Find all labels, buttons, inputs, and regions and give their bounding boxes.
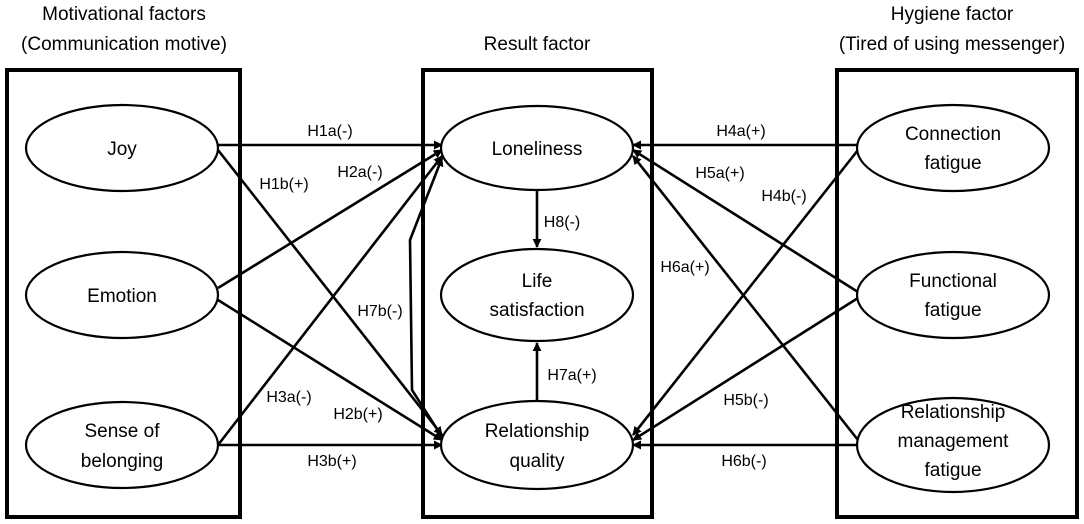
label-H6a: H6a(+) [660, 259, 709, 276]
label-H2a: H2a(-) [337, 164, 382, 181]
hygiene-factor-box [835, 68, 1079, 519]
node-loneliness: Loneliness [439, 104, 635, 192]
label-H4a: H4a(+) [716, 123, 765, 140]
node-emotion-label: Emotion [87, 286, 157, 307]
node-joy-label: Joy [107, 139, 137, 160]
edge-relationship-management-fatigue-loneliness [631, 155, 860, 441]
label-H8: H8(-) [544, 214, 580, 231]
edge-relationship-quality-loneliness [408, 157, 446, 441]
label-H2b: H2b(+) [333, 406, 382, 423]
hypothesis-labels: H1a(-) H2a(-) H1b(+) H7b(-) H3a(-) H2b(+… [259, 123, 806, 470]
motivational-title-line1: Motivational factors [42, 4, 206, 25]
node-loneliness-label: Loneliness [492, 139, 583, 160]
edge-joy-relationship-quality [216, 149, 444, 436]
label-H5b: H5b(-) [723, 392, 768, 409]
node-sense-of-belonging: Sense of belonging [24, 400, 220, 490]
hygiene-title-line2: (Tired of using messenger) [839, 34, 1065, 55]
label-H7a: H7a(+) [547, 367, 596, 384]
node-functional-fatigue-label-line2: fatigue [924, 300, 981, 321]
result-factor-box [421, 68, 654, 519]
label-H7b: H7b(-) [357, 303, 402, 320]
edge-emotion-relationship-quality [217, 298, 443, 442]
edge-belonging-loneliness [216, 155, 444, 446]
label-H3a: H3a(-) [266, 389, 311, 406]
node-functional-fatigue: Functional fatigue [855, 250, 1051, 340]
node-joy: Joy [24, 103, 220, 193]
node-life-satisfaction: Life satisfaction [439, 247, 635, 343]
edge-functional-fatigue-relationship-quality [632, 296, 859, 442]
node-rmf-label-line2: management [898, 431, 1010, 452]
label-H4b: H4b(-) [761, 188, 806, 205]
label-H6b: H6b(-) [721, 453, 766, 470]
node-life-satisfaction-label-line2: satisfaction [489, 300, 584, 321]
node-relationship-quality: Relationship quality [439, 399, 635, 491]
node-belonging-label-line2: belonging [81, 451, 163, 472]
node-life-satisfaction-label-line1: Life [522, 271, 553, 292]
node-connection-fatigue: Connection fatigue [855, 103, 1051, 193]
edges [216, 140, 860, 450]
node-emotion: Emotion [24, 250, 220, 340]
node-relationship-management-fatigue: Relationship management fatigue [855, 396, 1051, 494]
node-functional-fatigue-label-line1: Functional [909, 271, 997, 292]
motivational-factors-box [5, 68, 242, 519]
label-H1a: H1a(-) [307, 123, 352, 140]
node-connection-fatigue-label-line2: fatigue [924, 153, 981, 174]
node-connection-fatigue-label-line1: Connection [905, 124, 1001, 145]
edge-connection-fatigue-relationship-quality [631, 149, 860, 436]
label-H3b: H3b(+) [307, 453, 356, 470]
node-relationship-quality-label-line2: quality [510, 451, 565, 472]
node-rmf-label-line1: Relationship [901, 402, 1006, 423]
motivational-title-line2: (Communication motive) [21, 34, 227, 55]
node-rmf-label-line3: fatigue [924, 460, 981, 481]
result-title: Result factor [484, 34, 591, 55]
node-belonging-label-line1: Sense of [85, 421, 161, 442]
edge-functional-fatigue-loneliness [632, 148, 859, 294]
hygiene-title-line1: Hygiene factor [891, 4, 1014, 25]
label-H5a: H5a(+) [695, 165, 744, 182]
node-relationship-quality-label-line1: Relationship [485, 421, 590, 442]
label-H1b: H1b(+) [259, 176, 308, 193]
edge-emotion-loneliness [217, 148, 443, 290]
